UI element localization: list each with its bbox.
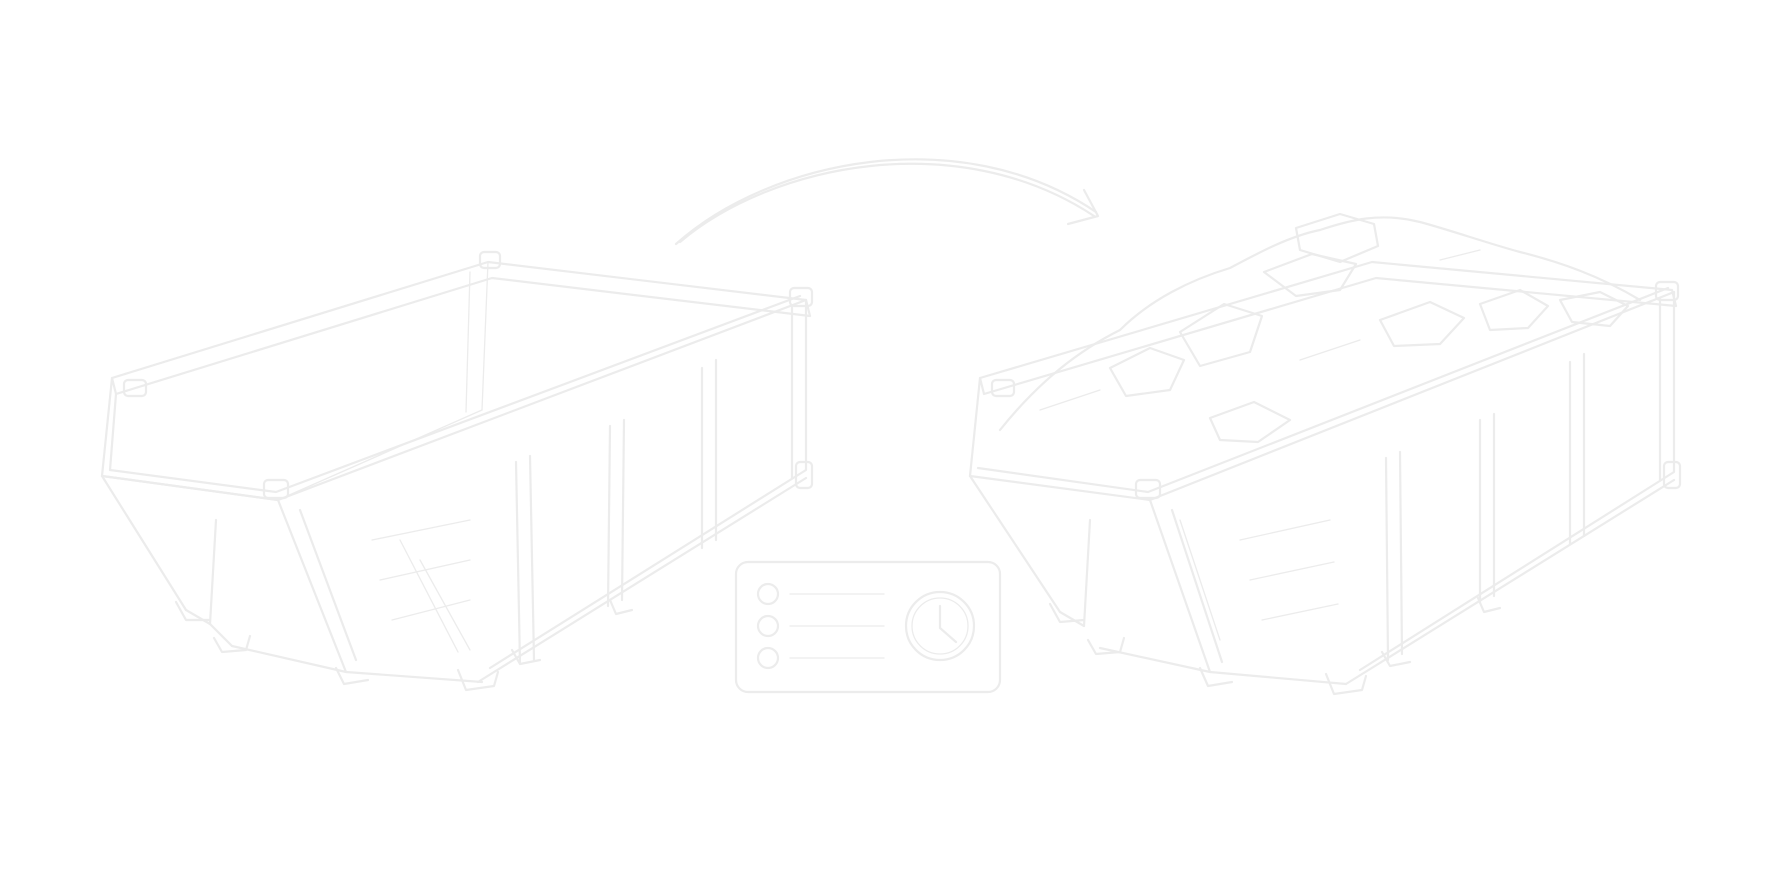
empty-dumpster-illustration: [100, 250, 814, 692]
curved-arrow-icon: [674, 158, 1100, 246]
schedule-card-icon: [734, 560, 1002, 694]
full-dumpster-illustration: [968, 212, 1682, 696]
clock-icon: [904, 590, 976, 662]
